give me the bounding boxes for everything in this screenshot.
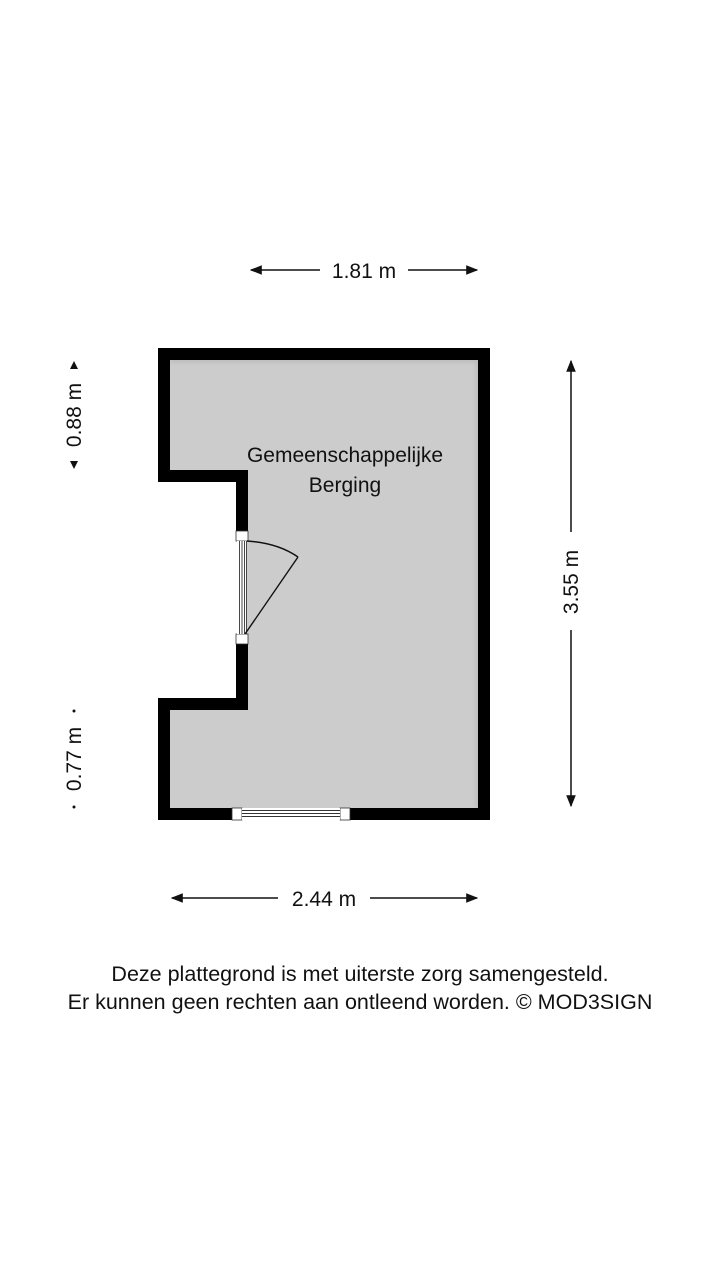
dimension-left-bottom-label: 0.77 m: [63, 727, 86, 791]
dimension-left-top-label: 0.88 m: [63, 383, 86, 447]
disclaimer-line1: Deze plattegrond is met uiterste zorg sa…: [111, 962, 609, 986]
dimension-top-label: 1.81 m: [332, 260, 396, 283]
dimension-right-label: 3.55 m: [560, 550, 583, 614]
dimension-bottom: 2.44 m: [170, 888, 479, 911]
room-floor: [164, 354, 484, 814]
dimension-bottom-label: 2.44 m: [292, 888, 356, 911]
room-name-line2: Berging: [309, 474, 381, 497]
dimension-top: 1.81 m: [249, 260, 479, 283]
disclaimer-line2: Er kunnen geen rechten aan ontleend word…: [67, 990, 653, 1014]
window: [231, 807, 351, 821]
door: [235, 530, 299, 645]
dimension-left-top: 0.88 m: [63, 361, 86, 469]
room-name-line1: Gemeenschappelijke: [247, 444, 443, 467]
disclaimer: Deze plattegrond is met uiterste zorg sa…: [0, 960, 720, 1016]
dimension-right: 3.55 m: [560, 359, 583, 808]
dimension-left-bottom: 0.77 m: [63, 709, 86, 809]
walls: [158, 348, 490, 820]
